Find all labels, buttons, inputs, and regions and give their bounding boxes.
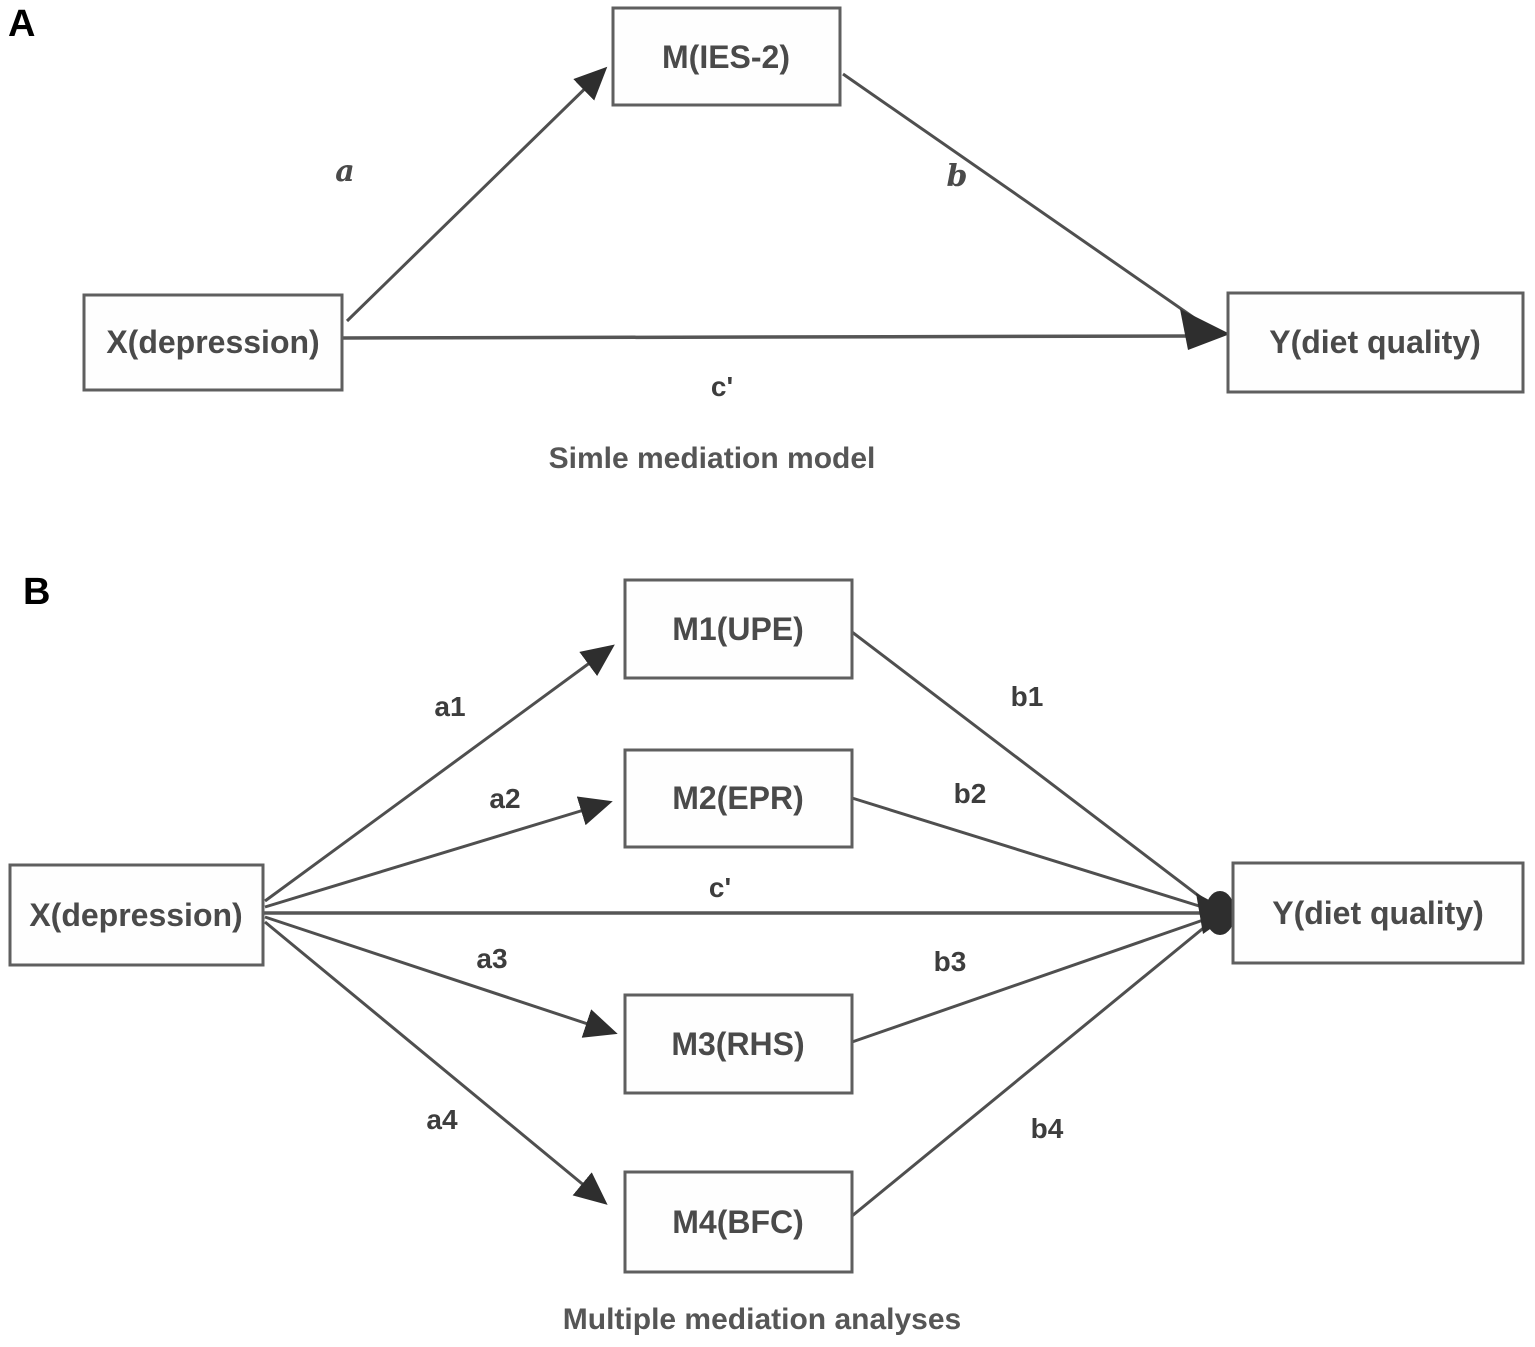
path-a3-label: a3: [476, 943, 507, 974]
path-c-prime-b-label: c': [709, 872, 731, 903]
node-m1-upe-label: M1(UPE): [672, 611, 804, 647]
path-b1-label: b1: [1011, 681, 1044, 712]
path-b3-arrow: [851, 915, 1213, 1044]
node-x-depression-b: X(depression): [8, 863, 265, 967]
node-y-diet-quality-a-label: Y(diet quality): [1269, 324, 1481, 360]
path-a2-arrow: [264, 796, 613, 909]
node-y-diet-quality-a: Y(diet quality): [1226, 291, 1525, 394]
path-a1-arrow: [264, 644, 615, 903]
path-b-label: b: [947, 159, 968, 194]
panel-b-letter: B: [23, 571, 50, 613]
path-a3-arrow: [264, 915, 618, 1038]
path-b4-label: b4: [1031, 1113, 1064, 1144]
path-b2-label: b2: [954, 778, 987, 809]
node-m4-bfc: M4(BFC): [623, 1170, 854, 1274]
path-a4-arrow: [264, 920, 608, 1205]
panel-a-letter: A: [8, 3, 35, 45]
node-m3-rhs-label: M3(RHS): [671, 1026, 804, 1062]
path-a2-label: a2: [489, 783, 520, 814]
path-b1-arrow: [851, 630, 1213, 908]
panel-a-caption: Simle mediation model: [549, 442, 876, 475]
node-y-diet-quality-b: Y(diet quality): [1231, 861, 1525, 965]
node-m2-epr: M2(EPR): [623, 748, 854, 849]
node-m3-rhs: M3(RHS): [623, 993, 854, 1095]
node-m2-epr-label: M2(EPR): [672, 780, 804, 816]
node-x-depression-a: X(depression): [82, 293, 344, 392]
panel-a: A M(IES-2) X(depression) Y(diet quality)…: [8, 3, 1525, 475]
node-m4-bfc-label: M4(BFC): [672, 1204, 804, 1240]
panel-b-caption: Multiple mediation analyses: [563, 1303, 961, 1336]
path-a-arrow: [345, 66, 608, 323]
node-x-depression-b-label: X(depression): [29, 897, 242, 933]
path-c-prime-arrow: [341, 334, 1197, 340]
path-a1-label: a1: [434, 691, 465, 722]
path-a-label: a: [335, 154, 354, 189]
path-b2-arrow: [851, 796, 1213, 912]
panel-b: B X(depression) M1: [8, 571, 1525, 1336]
path-b-arrow: [842, 72, 1204, 326]
node-m1-upe: M1(UPE): [623, 578, 854, 680]
path-a4-label: a4: [426, 1104, 458, 1135]
path-b4-arrow: [851, 919, 1213, 1218]
arrowhead-into-y: [1180, 309, 1230, 350]
node-m-ies2: M(IES-2): [611, 6, 842, 107]
node-y-diet-quality-b-label: Y(diet quality): [1272, 895, 1484, 931]
path-c-prime-label: c': [711, 371, 733, 402]
node-x-depression-a-label: X(depression): [106, 324, 319, 360]
arrowhead-cluster-into-y: [1196, 891, 1235, 935]
node-m-ies2-label: M(IES-2): [662, 39, 790, 75]
path-b3-label: b3: [934, 946, 967, 977]
